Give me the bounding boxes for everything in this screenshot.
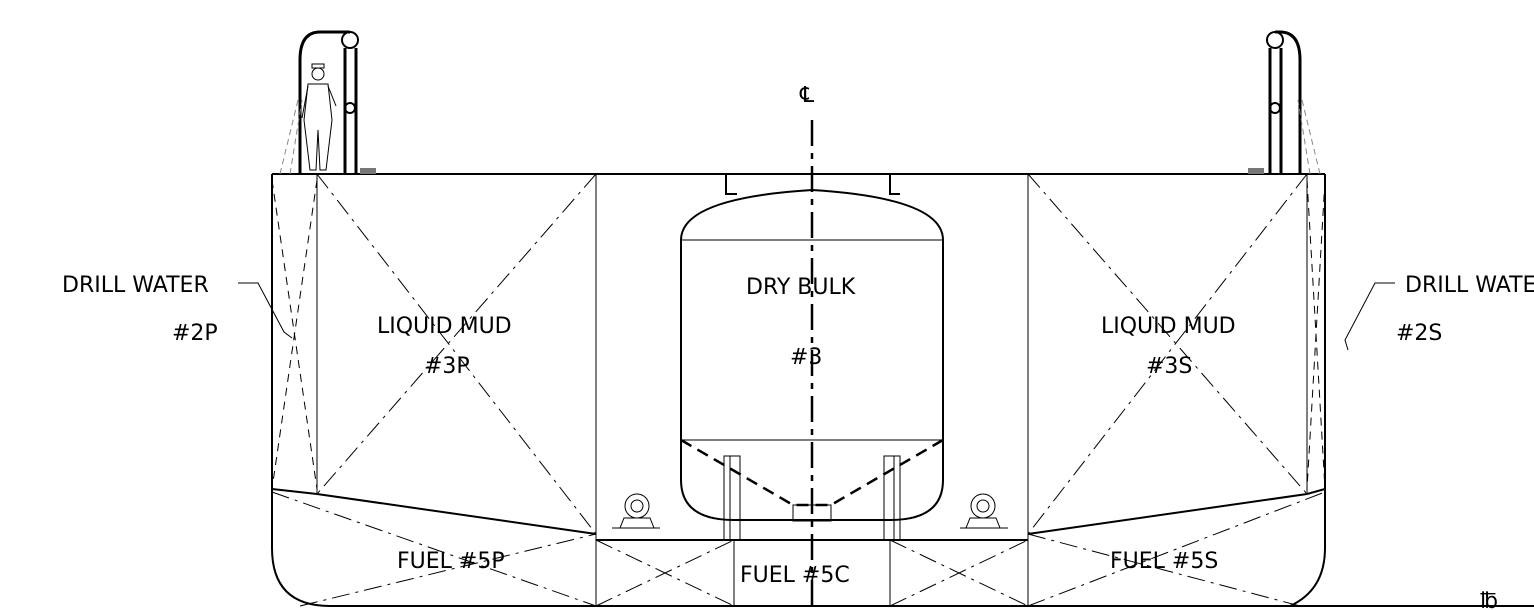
tank-diagonals [271,173,1326,607]
liquid-mud-stbd-name: LIQUID MUD [1101,314,1236,339]
davit-port [279,30,376,175]
fuel-port-label: FUEL #5P [397,549,505,574]
deck-equipment-stbd [960,493,1008,529]
bulkheads [271,174,1326,606]
liquid-mud-port-name: LIQUID MUD [377,314,512,339]
dry-bulk-name: DRY BULK [746,275,856,300]
drill-water-port-number: #2P [172,321,218,346]
drill-water-stbd-name: DRILL WATER [1405,273,1534,298]
leader-lines [238,282,1534,607]
person-scale-figure [301,63,337,171]
centerline-symbol: ℄ [799,83,815,108]
deck-equipment-port [612,493,660,529]
davit-stbd [1248,30,1321,175]
drill-water-stbd-number: #2S [1396,321,1442,346]
hull-outline [271,173,1534,607]
liquid-mud-stbd-number: #3S [1146,354,1192,379]
dry-bulk-tank [680,174,944,541]
baseline-symbol: ℔ [1480,589,1498,610]
fuel-center-label: FUEL #5C [740,563,850,588]
dry-bulk-number: #3 [790,345,822,370]
drill-water-port-name: DRILL WATER [62,273,209,298]
fuel-stbd-label: FUEL #5S [1110,549,1218,574]
liquid-mud-port-number: #3P [424,354,470,379]
